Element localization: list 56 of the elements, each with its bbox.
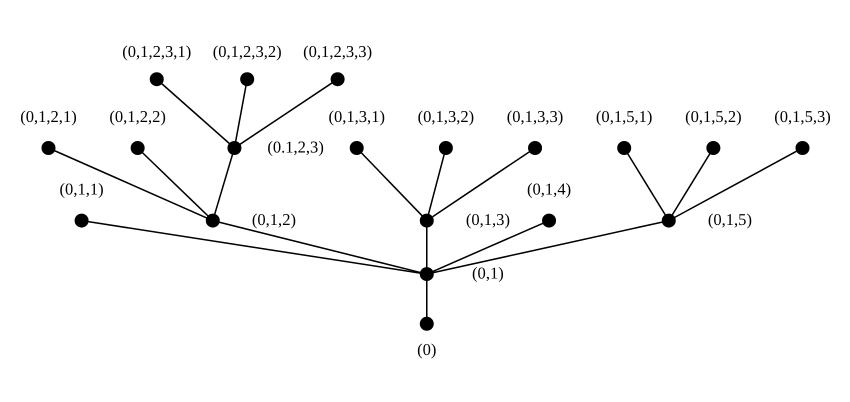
connector xyxy=(427,153,444,214)
connector xyxy=(213,153,233,214)
connector xyxy=(432,220,662,273)
connector xyxy=(141,151,208,216)
node-circle xyxy=(349,140,364,155)
connector xyxy=(426,280,428,317)
node-label: (0,1,5) xyxy=(707,209,752,228)
node-label: (0,1,3,3) xyxy=(506,106,563,126)
connector xyxy=(426,226,428,268)
node-label: (0,1,5,2) xyxy=(684,106,742,126)
node-circle xyxy=(226,140,241,155)
node-circle xyxy=(74,213,88,228)
connector xyxy=(160,82,230,144)
node-label: (0,1,3,1) xyxy=(328,106,384,126)
node-label: (0,1,2,3,2) xyxy=(212,41,282,60)
connector xyxy=(88,220,420,274)
node-circle xyxy=(330,72,344,86)
node-label: (0,1,2,3,1) xyxy=(122,41,191,60)
node-circle xyxy=(616,140,631,155)
node-circle xyxy=(205,213,220,228)
connector xyxy=(234,85,246,142)
node-label: (0,1,2,1) xyxy=(20,106,76,126)
connector xyxy=(432,150,530,217)
node-circle xyxy=(438,140,452,155)
node-circle xyxy=(419,316,434,330)
node-label: (0,1,3,2) xyxy=(417,106,474,126)
node-label: (0,1,1) xyxy=(59,178,104,198)
node-label: (0,1,2,2) xyxy=(108,106,166,126)
node-circle xyxy=(240,72,254,86)
node-label: (0,1,3) xyxy=(465,209,510,228)
node-circle xyxy=(419,213,434,228)
connector xyxy=(432,222,543,272)
node-circle xyxy=(542,213,556,228)
node-label: (0.1,2,3) xyxy=(266,136,324,156)
node-circle xyxy=(40,140,55,155)
node-label: (0,1,5,1) xyxy=(595,106,652,126)
node-circle xyxy=(419,266,434,281)
node-label: (0,1,2,3,3) xyxy=(302,41,372,60)
connector xyxy=(54,149,207,218)
connector xyxy=(671,152,710,215)
connector xyxy=(360,152,422,216)
node-circle xyxy=(528,140,542,155)
node-circle xyxy=(706,140,720,155)
node-label: (0,1,4) xyxy=(526,178,571,198)
node-circle xyxy=(130,140,144,155)
connector xyxy=(218,221,420,273)
connector xyxy=(674,150,796,218)
node-circle xyxy=(149,72,164,86)
node-label: (0,1,5,3) xyxy=(774,106,830,126)
node-label: (0,1) xyxy=(472,262,504,282)
node-label: (0,1,2) xyxy=(251,209,296,228)
connector xyxy=(626,152,666,215)
node-circle xyxy=(795,140,810,155)
node-label: (0) xyxy=(416,339,436,358)
node-circle xyxy=(661,213,676,228)
connector xyxy=(239,82,332,144)
